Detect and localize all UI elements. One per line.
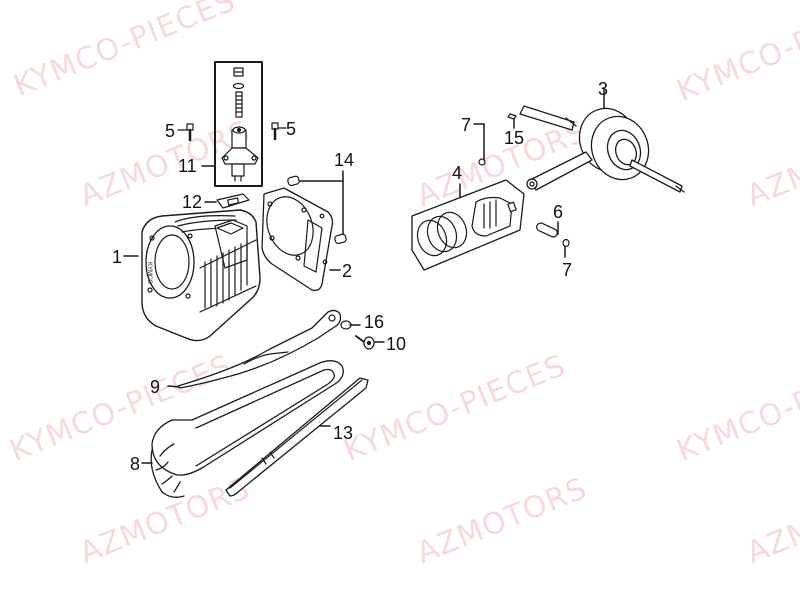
bolt-left-drawing bbox=[177, 123, 194, 142]
piston-pin-drawing bbox=[536, 222, 558, 238]
callout-tensioner-gasket[interactable]: 12 bbox=[182, 192, 203, 212]
callout-dowel-pins[interactable]: 14 bbox=[334, 150, 355, 170]
piston-kit-drawing bbox=[411, 179, 525, 271]
callout-cam-chain-tensioner[interactable]: 11 bbox=[178, 156, 197, 176]
piston-pin-clip-lower-drawing bbox=[562, 238, 570, 248]
callout-cylinder[interactable]: 1 bbox=[112, 247, 123, 267]
tensioner-group-box bbox=[214, 61, 263, 187]
cylinder-gasket-drawing bbox=[261, 187, 334, 292]
cam-chain-drawing bbox=[150, 360, 344, 498]
callout-crankshaft[interactable]: 3 bbox=[598, 79, 609, 99]
callout-cylinder-gasket[interactable]: 2 bbox=[342, 261, 353, 281]
crankshaft-drawing bbox=[519, 105, 685, 193]
callout-cam-chain[interactable]: 8 bbox=[130, 454, 141, 474]
chain-guide-drawing bbox=[225, 377, 369, 497]
tensioner-slipper-drawing bbox=[177, 309, 342, 389]
callout-piston-pin-clip-upper[interactable]: 7 bbox=[461, 115, 472, 135]
cylinder-drawing: KYMCO bbox=[141, 209, 261, 342]
leader-lines bbox=[123, 87, 605, 464]
callout-bolt-right[interactable]: 5 bbox=[286, 119, 297, 139]
callout-piston-and-rings[interactable]: 4 bbox=[452, 163, 463, 183]
callout-o-ring-washer[interactable]: 16 bbox=[364, 312, 385, 332]
tensioner-gasket-drawing bbox=[216, 193, 250, 209]
cylinder-stamp: KYMCO bbox=[146, 262, 152, 284]
callout-piston-pin-clip-lower[interactable]: 7 bbox=[562, 260, 573, 280]
bolt-right-drawing bbox=[271, 122, 287, 141]
callout-cam-chain-tensioner-slipper[interactable]: 9 bbox=[150, 377, 161, 397]
callout-bolt-left[interactable]: 5 bbox=[165, 121, 176, 141]
callout-tensioner-pivot-bolt[interactable]: 10 bbox=[386, 334, 407, 354]
woodruff-key-drawing bbox=[507, 113, 517, 120]
pivot-bolt-drawing bbox=[355, 335, 375, 350]
o-ring-drawing bbox=[340, 320, 352, 330]
piston-pin-clip-upper-drawing bbox=[478, 158, 486, 166]
callout-woodruff-key[interactable]: 15 bbox=[504, 128, 525, 148]
callout-cam-chain-guide[interactable]: 13 bbox=[333, 423, 354, 443]
dowel-pins-drawing bbox=[287, 175, 347, 245]
callout-piston-pin[interactable]: 6 bbox=[553, 202, 564, 222]
